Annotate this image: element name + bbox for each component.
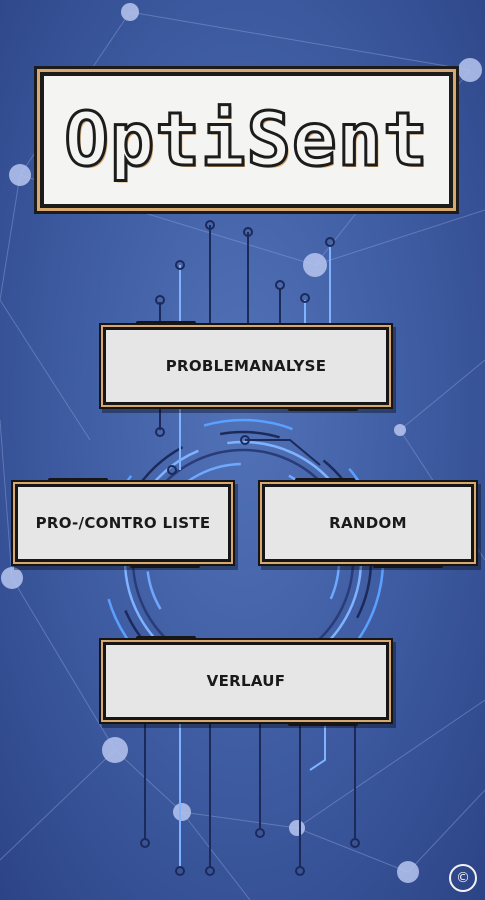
copyright-symbol: © (456, 870, 470, 886)
verlauf-button[interactable]: VERLAUF (103, 636, 389, 726)
random-button[interactable]: RANDOM (262, 478, 474, 568)
random-label: RANDOM (329, 514, 407, 532)
logo-text: OptiSent (63, 96, 429, 185)
problemanalyse-label: PROBLEMANALYSE (165, 357, 327, 375)
optisent-logo: OptiSent (40, 72, 453, 208)
pro-contra-list-button[interactable]: PRO-/CONTRO LISTE (15, 478, 231, 568)
copyright-icon: © (449, 864, 477, 892)
pro-contra-list-label: PRO-/CONTRO LISTE (35, 514, 211, 532)
problemanalyse-button[interactable]: PROBLEMANALYSE (103, 321, 389, 411)
verlauf-label: VERLAUF (206, 672, 286, 690)
